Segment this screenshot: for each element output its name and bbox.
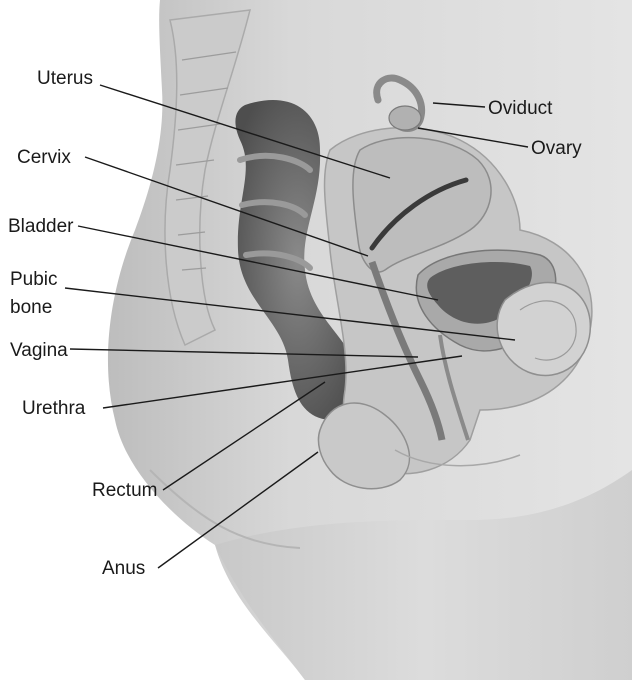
cervix-label: Cervix bbox=[17, 147, 71, 168]
ovary-shape bbox=[389, 106, 421, 130]
pubic-bone-label-line1: Pubic bbox=[10, 269, 58, 290]
bladder-label: Bladder bbox=[8, 216, 74, 237]
pubic-bone-label-line2: bone bbox=[10, 297, 52, 318]
vagina-label: Vagina bbox=[10, 340, 68, 361]
urethra-label: Urethra bbox=[22, 398, 86, 419]
oviduct-label: Oviduct bbox=[488, 98, 553, 119]
anus-label: Anus bbox=[102, 558, 145, 579]
uterus-label: Uterus bbox=[37, 68, 93, 89]
rectum-label: Rectum bbox=[92, 480, 157, 501]
ovary-label: Ovary bbox=[531, 138, 582, 159]
